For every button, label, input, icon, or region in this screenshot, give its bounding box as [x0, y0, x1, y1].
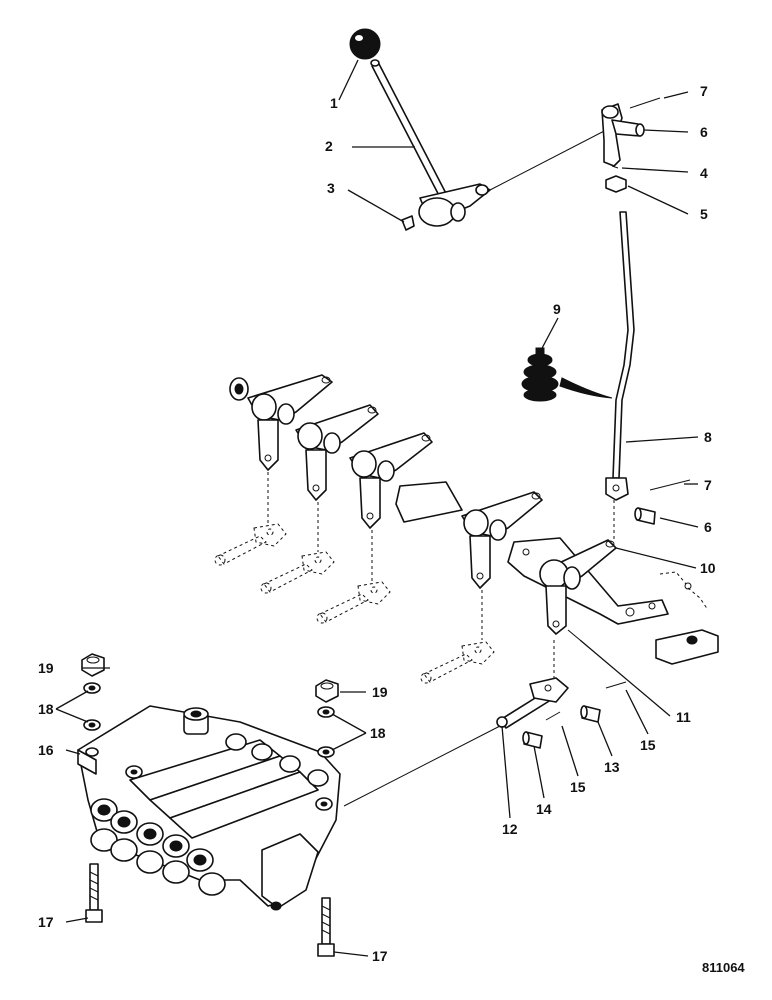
callout-3: 3 — [327, 180, 335, 196]
callout-11: 11 — [676, 709, 691, 725]
washer-left — [229, 377, 249, 401]
nut-19-left — [81, 653, 105, 677]
grease-nipple — [401, 215, 415, 231]
clevis-top — [601, 103, 645, 169]
callout-5: 5 — [700, 206, 708, 222]
bellcrank-4 — [461, 491, 543, 589]
callout-12: 12 — [502, 821, 518, 837]
link-line — [489, 127, 611, 191]
split-pin-15b — [605, 681, 627, 689]
washer-18-left-a — [83, 682, 101, 694]
clevis-nut — [605, 175, 627, 193]
callout-2: 2 — [325, 138, 333, 154]
callout-1: 1 — [330, 95, 338, 111]
callout-4: 4 — [700, 165, 708, 181]
control-valve-block — [77, 705, 341, 911]
port-fittings — [90, 733, 329, 896]
mounting-bracket-left — [395, 481, 463, 523]
callout-10: 10 — [700, 560, 716, 576]
split-pin-15a — [545, 711, 561, 721]
callout-18-left: 18 — [38, 701, 54, 717]
callout-13: 13 — [604, 759, 620, 775]
washer-18-left-b — [83, 719, 101, 731]
control-lever-knob — [349, 28, 381, 60]
bellcrank-2 — [295, 404, 379, 501]
callout-17-left: 17 — [38, 914, 54, 930]
split-pin-top — [629, 97, 661, 109]
control-rod — [605, 211, 635, 501]
rubber-gaiter — [521, 347, 613, 402]
callout-6b: 6 — [704, 519, 712, 535]
bolt-right — [317, 897, 335, 957]
callout-19-left: 19 — [38, 660, 54, 676]
link-4 — [420, 641, 495, 684]
link-1 — [214, 523, 287, 566]
callout-19-right: 19 — [372, 684, 388, 700]
washer-18-right-a — [317, 706, 335, 718]
mounting-bracket-10 — [507, 537, 669, 625]
link-3 — [316, 581, 391, 624]
callout-15b: 15 — [640, 737, 656, 753]
leader-lines — [55, 59, 699, 957]
callout-7b: 7 — [704, 477, 712, 493]
callout-6: 6 — [700, 124, 708, 140]
link-line — [343, 725, 501, 807]
clevis-pin-13 — [580, 705, 601, 723]
nut-19-right — [315, 679, 339, 703]
callout-14: 14 — [536, 801, 552, 817]
bellcrank-1 — [247, 374, 333, 471]
callout-17-right: 17 — [372, 948, 388, 964]
control-lever — [370, 59, 491, 227]
callout-15a: 15 — [570, 779, 586, 795]
bellcrank-10 — [539, 539, 617, 641]
callout-16: 16 — [38, 742, 54, 758]
clevis-pin-lower — [634, 507, 656, 525]
callout-8: 8 — [704, 429, 712, 445]
callout-18-right: 18 — [370, 725, 386, 741]
link-12 — [496, 677, 569, 729]
clevis-pin-14 — [522, 731, 543, 749]
drawing-reference-number: 811064 — [702, 960, 745, 975]
split-pin-lower — [649, 479, 691, 491]
link-2 — [260, 551, 335, 594]
bellcrank-3 — [349, 432, 433, 529]
bolt-left — [85, 863, 103, 923]
bracket-end-block — [655, 571, 719, 665]
callout-9: 9 — [553, 301, 561, 317]
callout-7: 7 — [700, 83, 708, 99]
washer-18-right-b — [317, 746, 335, 758]
